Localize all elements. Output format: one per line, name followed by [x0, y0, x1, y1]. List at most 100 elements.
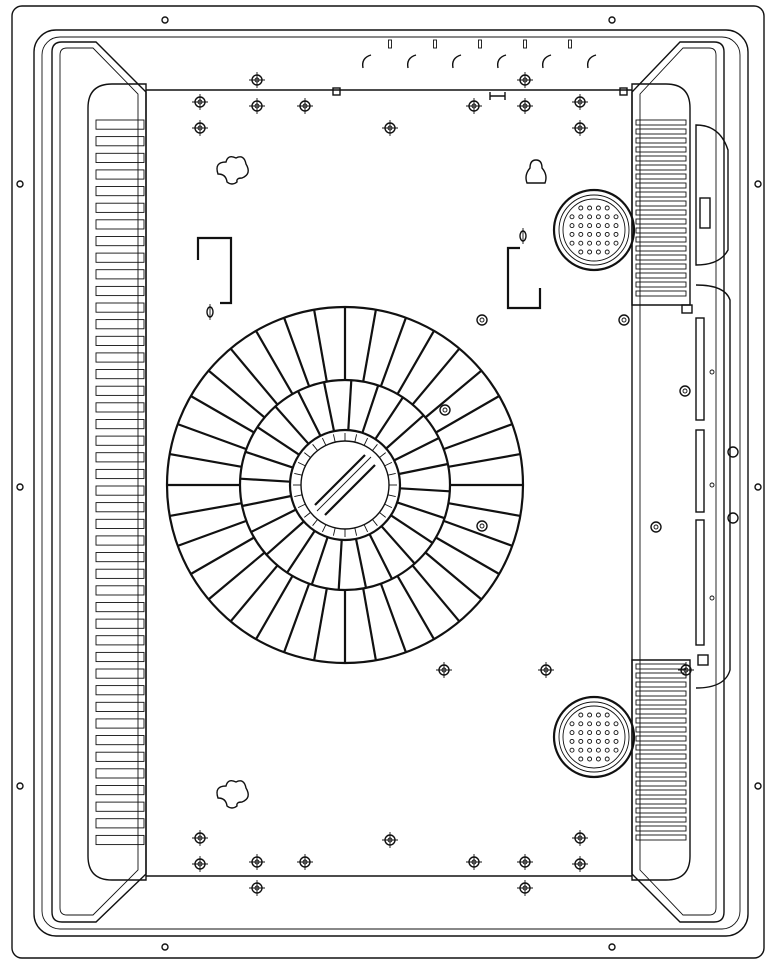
screw-cross: [249, 854, 265, 870]
vent-fin: [95, 369, 145, 380]
hub-slot: [314, 454, 366, 506]
edge-hole: [161, 943, 169, 951]
vent-fin: [635, 825, 687, 832]
hook-tab: [433, 39, 437, 49]
vent-fin: [95, 252, 145, 263]
speaker-hole: [578, 249, 584, 255]
fan-middle-spoke: [297, 390, 322, 437]
vent-fin: [635, 753, 687, 760]
vent-fin: [95, 518, 145, 529]
speaker-hole: [604, 721, 610, 727]
vent-fin: [635, 254, 687, 261]
vent-fin: [95, 485, 145, 496]
fan-outer-spoke: [411, 564, 461, 623]
vent-fin: [95, 302, 145, 313]
fan-hub: [300, 440, 390, 530]
fan-outer-spoke: [207, 551, 266, 601]
vent-fin: [95, 768, 145, 779]
speaker-hole: [604, 747, 610, 753]
boss-center: [479, 317, 485, 323]
hub-tooth: [387, 494, 396, 498]
hub-tooth: [312, 444, 318, 451]
boss-center: [479, 523, 485, 529]
vent-fin: [95, 635, 145, 646]
speaker-hole: [578, 240, 584, 246]
fan-outer-spoke: [283, 583, 311, 653]
mounting-screws: [192, 72, 694, 896]
vent-fin: [95, 535, 145, 546]
fan-middle-spoke: [354, 538, 368, 589]
speaker-hole: [595, 738, 601, 744]
boss-center: [621, 317, 627, 323]
speaker-hole: [595, 747, 601, 753]
vent-fin: [635, 182, 687, 189]
speaker-hole: [613, 223, 619, 229]
screw-cross: [572, 830, 588, 846]
vent-fin: [635, 209, 687, 216]
cable-hook: [406, 54, 417, 69]
fan-outer-spoke: [255, 575, 294, 640]
right-vent-fins: [635, 119, 687, 841]
vent-fin: [635, 173, 687, 180]
vent-fin: [95, 335, 145, 346]
vent-fin: [635, 699, 687, 706]
boss: [679, 385, 691, 397]
vent-fin: [635, 690, 687, 697]
fan-outer-spoke: [424, 551, 483, 601]
fan-inner-ring: [288, 428, 402, 542]
speaker-hole: [569, 231, 575, 237]
speaker-hole: [578, 747, 584, 753]
vent-fin: [95, 735, 145, 746]
vent-fin: [635, 663, 687, 670]
boss-center: [682, 388, 688, 394]
speaker-hole: [569, 747, 575, 753]
speaker-hole: [578, 721, 584, 727]
vent-fin: [95, 169, 145, 180]
vent-fin: [95, 718, 145, 729]
vent-fin: [635, 155, 687, 162]
vent-fin: [95, 701, 145, 712]
speaker-hole: [595, 231, 601, 237]
keyhole-slots: [216, 155, 547, 809]
speaker-hole: [569, 721, 575, 727]
vent-fin: [95, 568, 145, 579]
speaker-ring: [562, 198, 626, 262]
speaker-hole: [569, 214, 575, 220]
vent-fin: [635, 191, 687, 198]
fan-middle-spoke: [337, 539, 343, 590]
vent-fin: [635, 164, 687, 171]
speaker-hole: [595, 205, 601, 211]
screw-cross: [538, 662, 554, 678]
vent-fin: [95, 419, 145, 430]
vent-fin: [95, 834, 145, 846]
right-connector-bay: [681, 124, 739, 689]
hub-tooth: [332, 434, 336, 443]
vent-fin: [95, 136, 145, 147]
fan-outer-spoke: [443, 519, 513, 547]
speaker-hole: [587, 249, 593, 255]
vent-fin: [635, 227, 687, 234]
hub-tooth: [332, 527, 336, 536]
vent-fin: [635, 200, 687, 207]
speaker-hole: [604, 730, 610, 736]
fan-outer-spoke: [190, 536, 255, 575]
fan-outer-spoke: [177, 519, 247, 547]
hub-tooth: [297, 503, 306, 509]
speaker-hole: [604, 756, 610, 762]
vent-fin: [95, 285, 145, 297]
hub-tooth: [379, 452, 386, 458]
fan-middle-spoke: [396, 501, 445, 520]
vent-fin: [95, 685, 145, 696]
vent-fin: [95, 468, 145, 480]
vent-fin: [635, 834, 687, 841]
speaker-hole: [587, 738, 593, 744]
fan-middle-spoke: [398, 462, 449, 476]
boss: [650, 521, 662, 533]
vent-fin: [635, 789, 687, 796]
fan-middle-spoke: [390, 514, 434, 544]
screw-cross: [192, 120, 208, 136]
keyhole-slot-icon: [216, 779, 249, 809]
edge-hole: [608, 943, 616, 951]
fan-outer-spoke: [411, 347, 461, 406]
hub-tooth: [321, 524, 327, 533]
